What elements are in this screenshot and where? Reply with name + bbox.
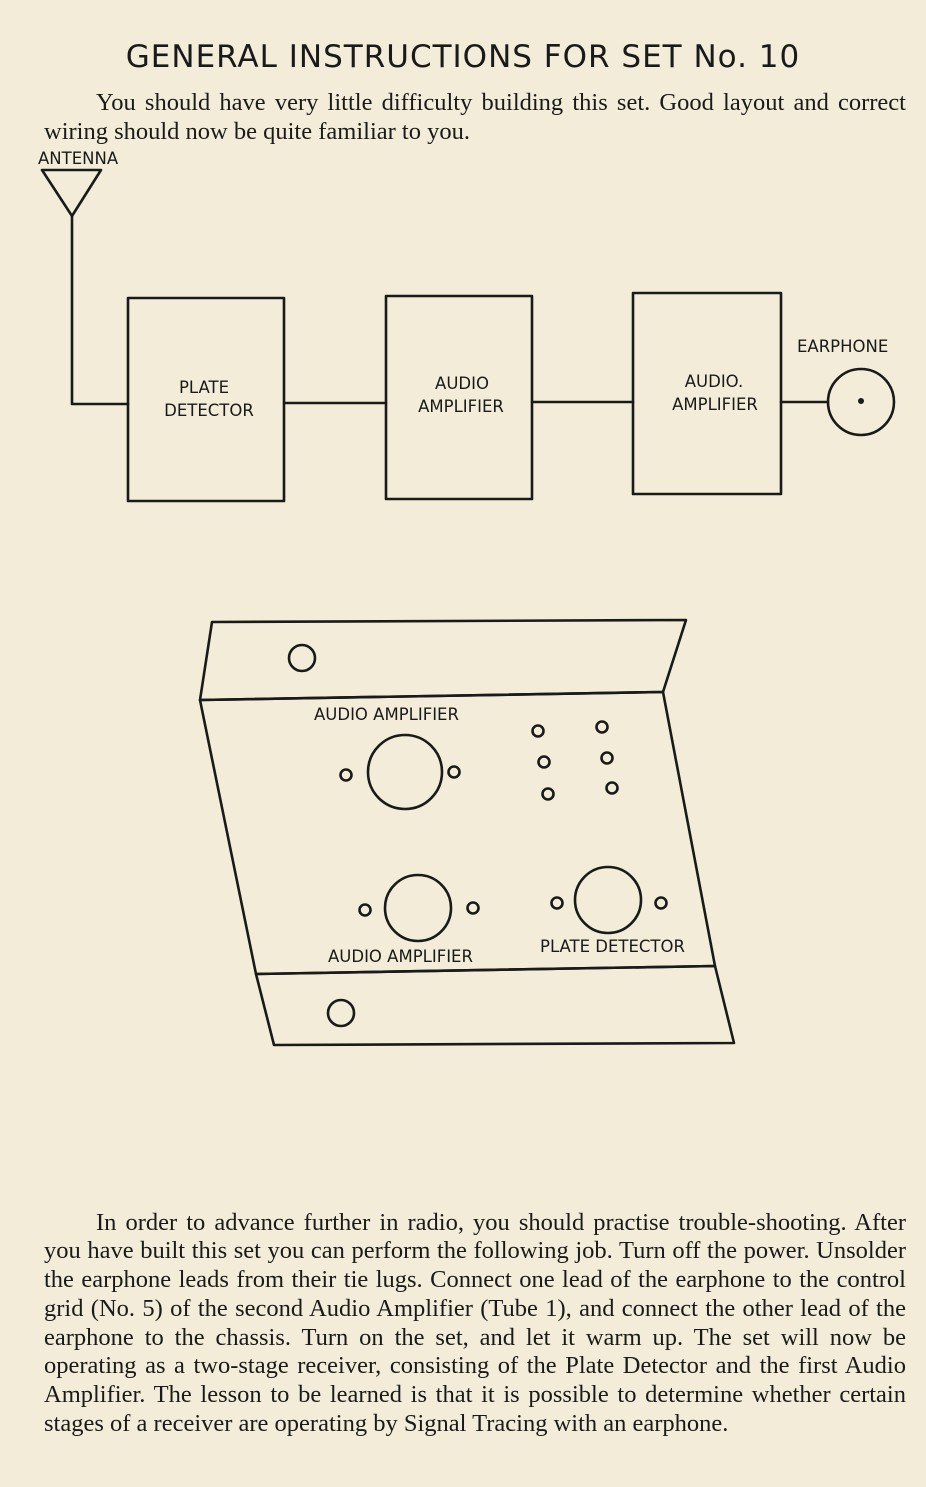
chassis-top-flange xyxy=(198,618,688,702)
socket-screw-hole xyxy=(447,765,461,779)
audio-amplifier-label: AMPLIFIER xyxy=(418,397,504,416)
terminal-hole xyxy=(541,787,555,801)
socket-screw-hole xyxy=(358,903,372,917)
tube-socket-top xyxy=(366,733,444,811)
audio-amplifier-label: AMPLIFIER xyxy=(672,395,758,414)
earphone-symbol xyxy=(826,367,896,437)
antenna-label: ANTENNA xyxy=(38,149,119,168)
terminal-holes xyxy=(531,720,619,801)
plate-detector-label: PLATE xyxy=(179,378,229,397)
terminal-hole xyxy=(531,724,545,738)
block-diagram xyxy=(40,168,896,503)
antenna-lead-wire xyxy=(70,214,130,406)
mount-hole-top xyxy=(287,643,317,673)
chassis-label-audio-amplifier-top: AUDIO AMPLIFIER xyxy=(314,705,459,724)
plate-detector-label: DETECTOR xyxy=(164,401,254,420)
audio-amplifier-block-1 xyxy=(384,294,534,501)
chassis-label-audio-amplifier-bottom: AUDIO AMPLIFIER xyxy=(328,947,473,966)
body-paragraph: In order to advance further in radio, yo… xyxy=(44,1208,906,1438)
tube-socket-bottom-left xyxy=(383,873,453,943)
terminal-hole xyxy=(537,755,551,769)
socket-screw-hole xyxy=(654,896,668,910)
mount-hole-bottom xyxy=(326,998,356,1028)
tube-socket-bottom-right xyxy=(573,865,643,935)
intro-paragraph: You should have very little difficulty b… xyxy=(44,88,906,145)
socket-screw-hole xyxy=(466,901,480,915)
audio-amplifier-block-2 xyxy=(631,291,783,496)
socket-screw-hole xyxy=(339,768,353,782)
socket-screw-hole xyxy=(550,896,564,910)
chassis-bottom-flange xyxy=(254,964,736,1047)
terminal-hole xyxy=(605,781,619,795)
earphone-center-dot xyxy=(858,398,864,404)
audio-amplifier-label: AUDIO xyxy=(435,374,489,393)
earphone-label: EARPHONE xyxy=(797,337,888,356)
plate-detector-block xyxy=(126,296,286,503)
terminal-hole xyxy=(600,751,614,765)
chassis-label-plate-detector: PLATE DETECTOR xyxy=(540,937,685,956)
terminal-hole xyxy=(595,720,609,734)
antenna-symbol xyxy=(40,168,103,218)
page-title: GENERAL INSTRUCTIONS FOR SET No. 10 xyxy=(125,38,801,75)
chassis-main-panel xyxy=(198,690,717,976)
chassis-diagram xyxy=(198,618,736,1047)
audio-amplifier-label: AUDIO. xyxy=(685,372,744,391)
